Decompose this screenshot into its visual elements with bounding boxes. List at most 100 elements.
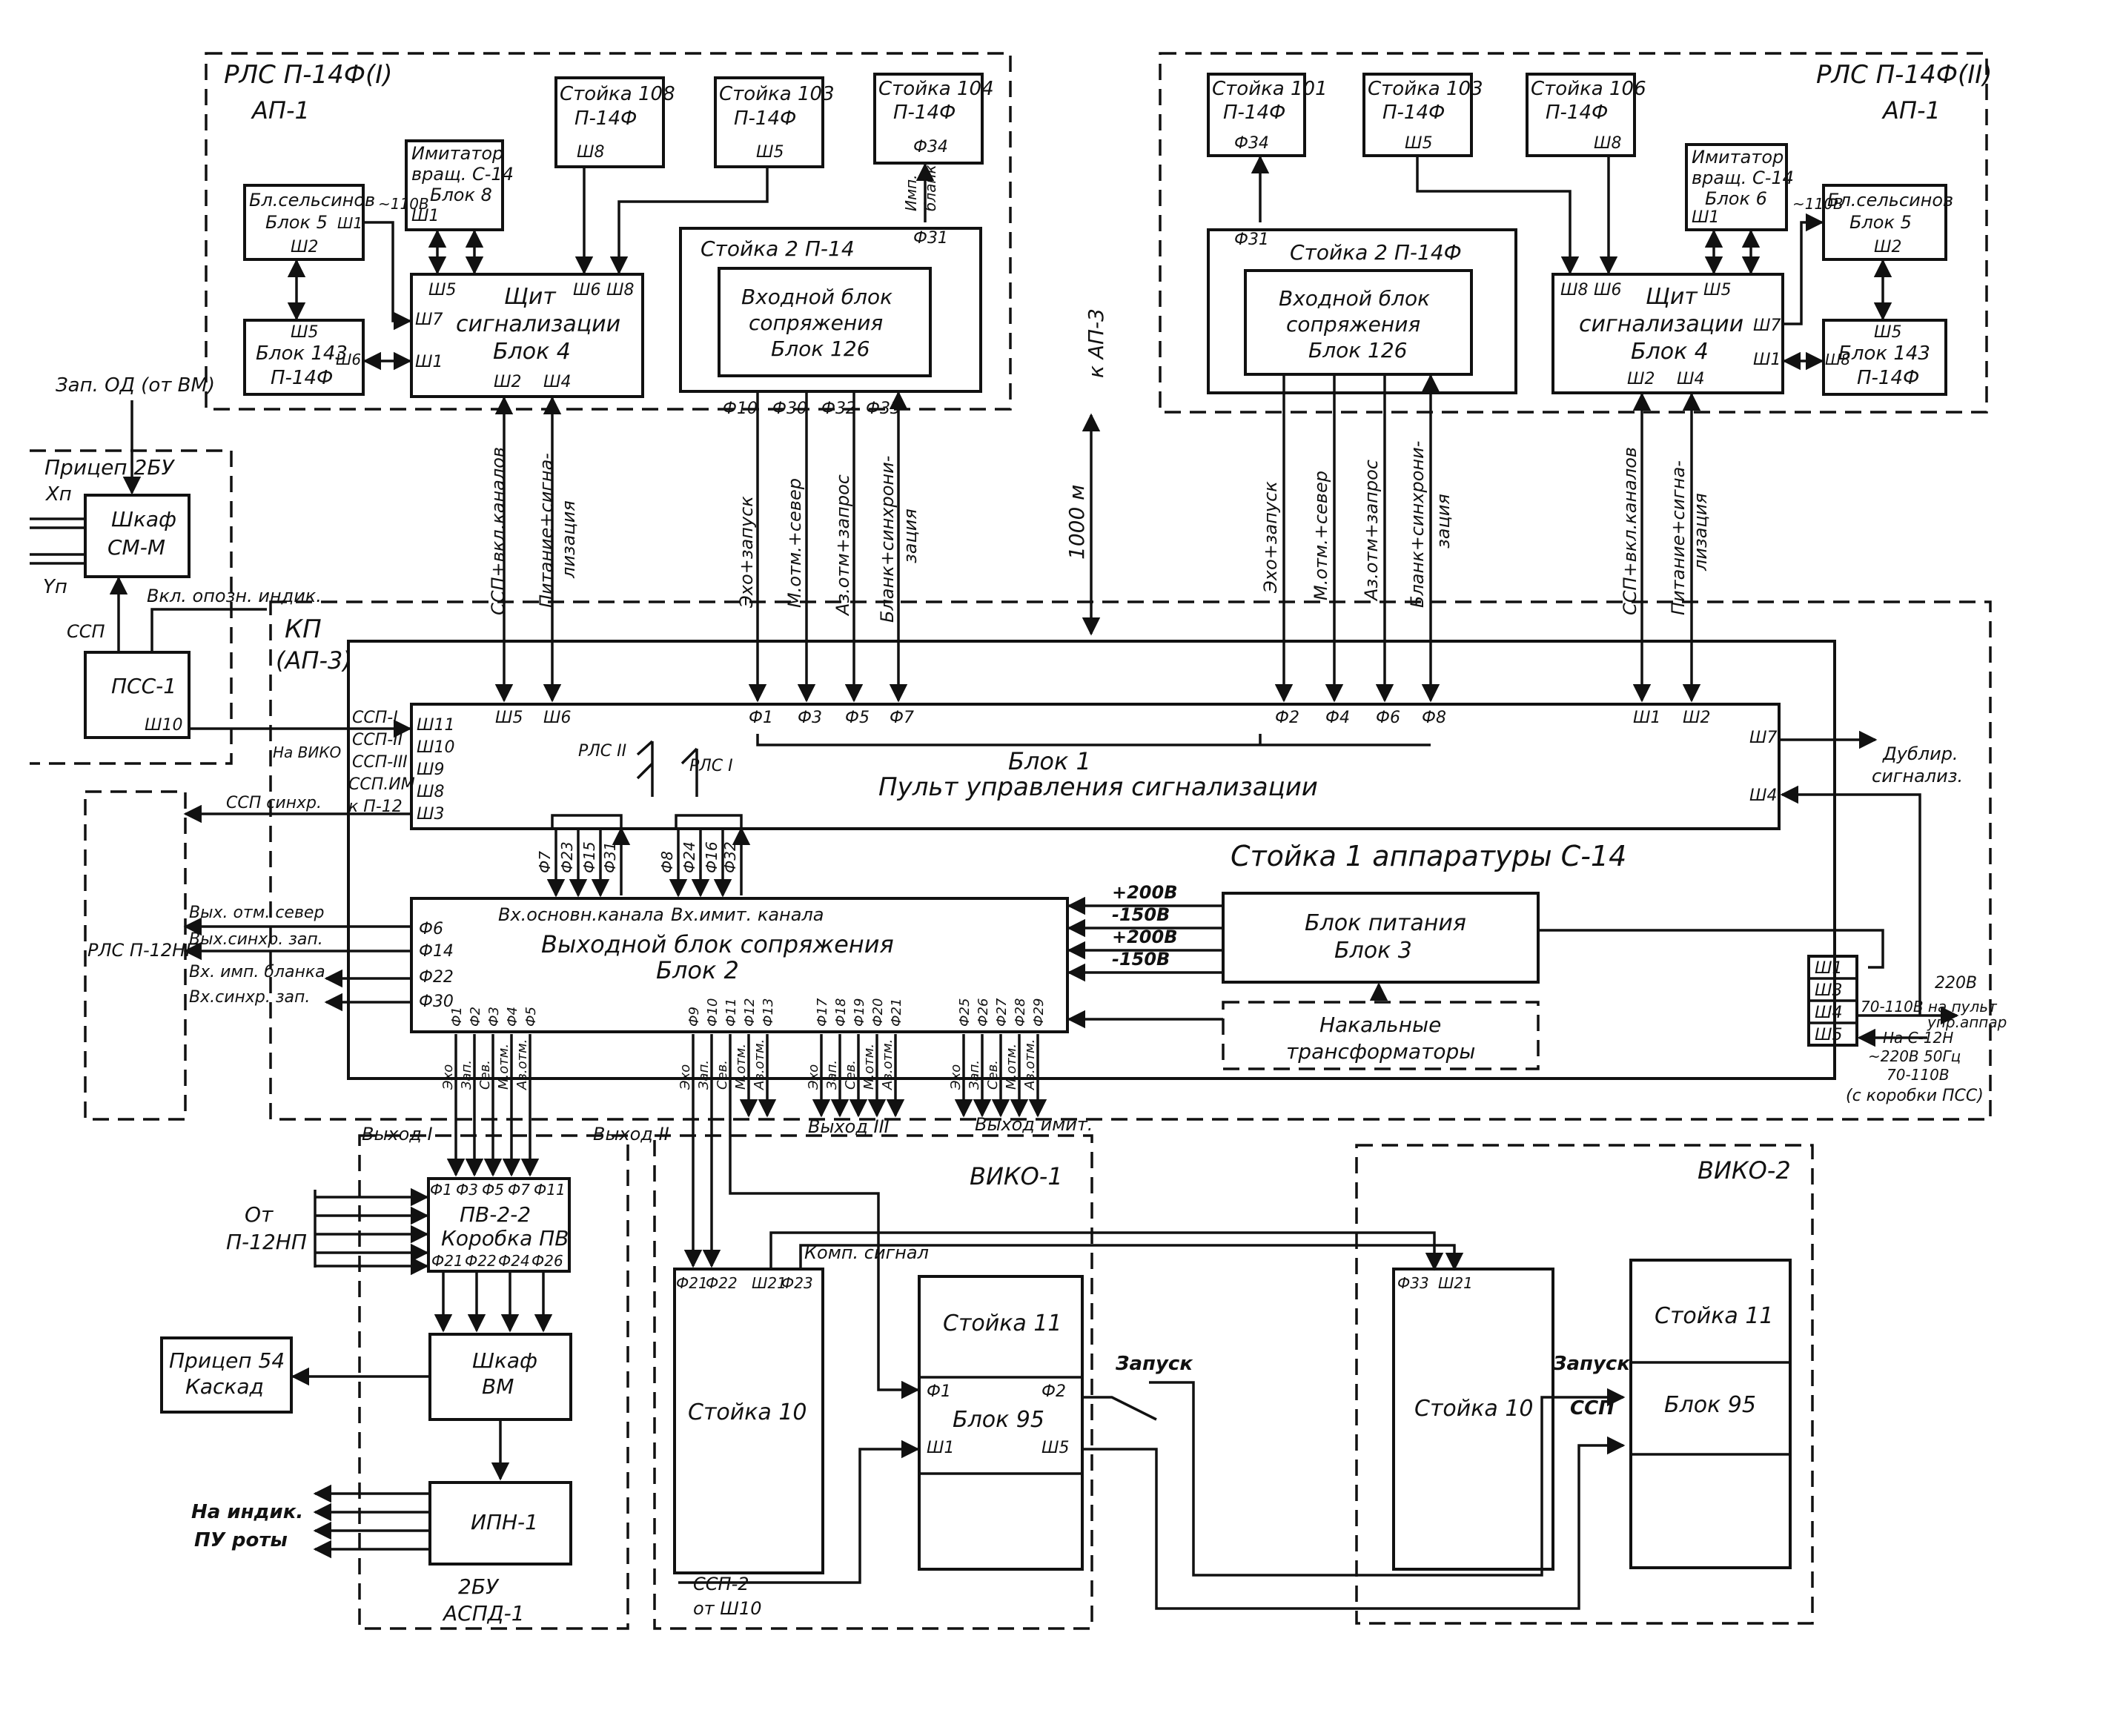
imit-conn-1: Ш1 [411,207,440,225]
shchit-label-2: сигнализации [456,311,620,337]
shchit2-label-3: Блок 4 [1631,339,1709,365]
b1-t-f6: Ф6 [1376,709,1400,727]
b2-ll-4: Вх.синхр. зап. [189,988,310,1007]
vb2-label-3: Блок 126 [1308,338,1408,362]
stoika2-frame-1 [679,227,982,393]
cab1-ssp-label: ССП+вкл.каналов [488,447,509,615]
b1-b2-main [546,814,751,898]
v-p200-1: +200В [1112,882,1178,903]
g1-c3: Ф12 [742,998,758,1027]
pv-t0: Ф1 [430,1181,452,1199]
b1-t-f2: Ф2 [1275,709,1299,727]
g2-c0: Ф17 [815,998,830,1027]
blk143-conn-sh5: Ш5 [291,323,319,342]
b3-title-2: Блок 3 [1334,938,1412,964]
viko1-b95-c2: Ш1 [927,1439,955,1457]
b1-switch-a [636,740,698,797]
nakal-block [1222,1001,1540,1070]
g3-c3: Ф28 [1013,998,1028,1027]
pv-inputs [314,1187,429,1276]
pv-b2: Ф24 [498,1252,530,1270]
viko1-stoika10 [673,1268,824,1574]
cab1-blank-label-1: Бланк+синхрони- [877,456,898,623]
cab2-blank-label-1: Бланк+синхрони- [1407,441,1428,608]
s108-conn: Ш8 [577,143,605,162]
viko1-b95-c3: Ш5 [1041,1439,1070,1457]
b2-ll-2: Вых.синхр. зап. [189,930,323,949]
b2-bottom-groups [446,1034,1047,1268]
b2-ch-main: Вх.основн.канала [498,904,664,925]
pv-from-1: От [245,1202,274,1227]
shchit-label-1: Щит [504,284,557,310]
s104-label-2: П-14Ф [893,102,956,124]
ipn-label: ИПН-1 [471,1510,538,1534]
blok1-block [410,703,1781,830]
cab1-az-label: Аз.отм+запрос [832,474,853,617]
bu-title: 2БУ [458,1574,500,1599]
sels2-conn: Ш2 [1874,238,1902,256]
shchit-conn-b2: Ш4 [543,373,572,391]
vb-label-3: Блок 126 [771,337,870,361]
viko1-b95-label: Блок 95 [953,1407,1044,1433]
vb-conn-f10: Ф10 [723,400,758,418]
rls2-title: РЛС П-14Ф(II) [1816,60,1993,90]
out-2: Выход II [593,1124,669,1144]
pv-bm-links [434,1273,553,1333]
pv-b3: Ф26 [531,1252,563,1270]
viko1-zapusk: Запуск [1115,1353,1193,1375]
b1-data-bus [756,734,1431,746]
shchit2-conn-b2: Ш4 [1677,370,1705,388]
b1-t-sh2: Ш2 [1683,709,1711,727]
cab1-pit-label-1: Питание+сигна- [536,453,557,608]
g2-c3: Ф20 [870,998,886,1027]
stoika2-conn-2: Ф31 [1234,231,1269,249]
nakal-2: трансформаторы [1286,1039,1475,1064]
viko2-title: ВИКО-2 [1698,1156,1791,1185]
cab2-az-label: Аз.отм+запрос [1361,460,1382,602]
stoika2-conn-1: Ф31 [913,229,948,248]
smm-block [84,494,191,578]
b1-t-sh5: Ш5 [495,709,523,727]
bm-label-1: Шкаф [472,1348,537,1373]
imit2-label-1: Имитатор [1692,147,1784,168]
b2-ta-f23: Ф23 [558,841,576,873]
shchit2-conn-s1: Ш7 [1753,317,1781,335]
g0-l3: М.отм. [496,1044,511,1090]
viko1-s10-c1: Ф22 [706,1274,738,1292]
s101-conn: Ф34 [1234,134,1269,153]
region-kp [269,600,1992,1121]
b1-label-ssp2: ССП-II [352,731,403,749]
viko1-title: ВИКО-1 [970,1162,1063,1190]
vb-conn-f30: Ф30 [772,400,807,418]
sels2-label-1: Бл.сельсинов [1827,190,1953,211]
b1-sh4-link [1780,785,1921,1016]
s103b-conn: Ш5 [1405,134,1433,153]
term-sh3: Ш3 [1815,981,1843,1000]
region-viko1 [653,1134,1093,1630]
pv-b0: Ф21 [431,1252,463,1270]
g3-c2: Ф27 [994,998,1010,1027]
b2-tb-f32: Ф32 [721,841,739,873]
g1-l1: Зап. [696,1060,712,1090]
b1-conn-sh8: Ш8 [417,783,445,801]
viko2-zapusk: Запуск [1552,1353,1631,1375]
blok1-title-1: Блок 1 [1008,747,1091,775]
viko2-s10-label: Стойка 10 [1414,1396,1534,1422]
s108-label-2: П-14Ф [574,107,637,130]
cab2-ssp-label: ССП+вкл.каналов [1620,447,1640,615]
v110-1: ~110В [378,195,429,213]
b1-t-sh1: Ш1 [1633,709,1661,727]
viko1-ot-sh10: от Ш10 [693,1598,762,1619]
g2-l3: М.отм. [861,1044,877,1090]
s103-label-2: П-14Ф [734,107,796,130]
imit2-conn: Ш1 [1692,208,1720,227]
blk143-conn-sh6: Ш6 [336,351,361,368]
viko2-ssp: ССП [1570,1397,1614,1419]
blk143-label-1: Блок 143 [256,342,348,365]
imp-label-2: бланк [921,165,939,211]
viko1-komp-link2 [799,1244,1464,1271]
shchit-conn-s1: Ш7 [415,311,443,329]
region-rls2 [1159,52,1988,414]
cab1-pit-label-2: лизация [558,500,579,579]
region-viko2 [1355,1144,1814,1625]
